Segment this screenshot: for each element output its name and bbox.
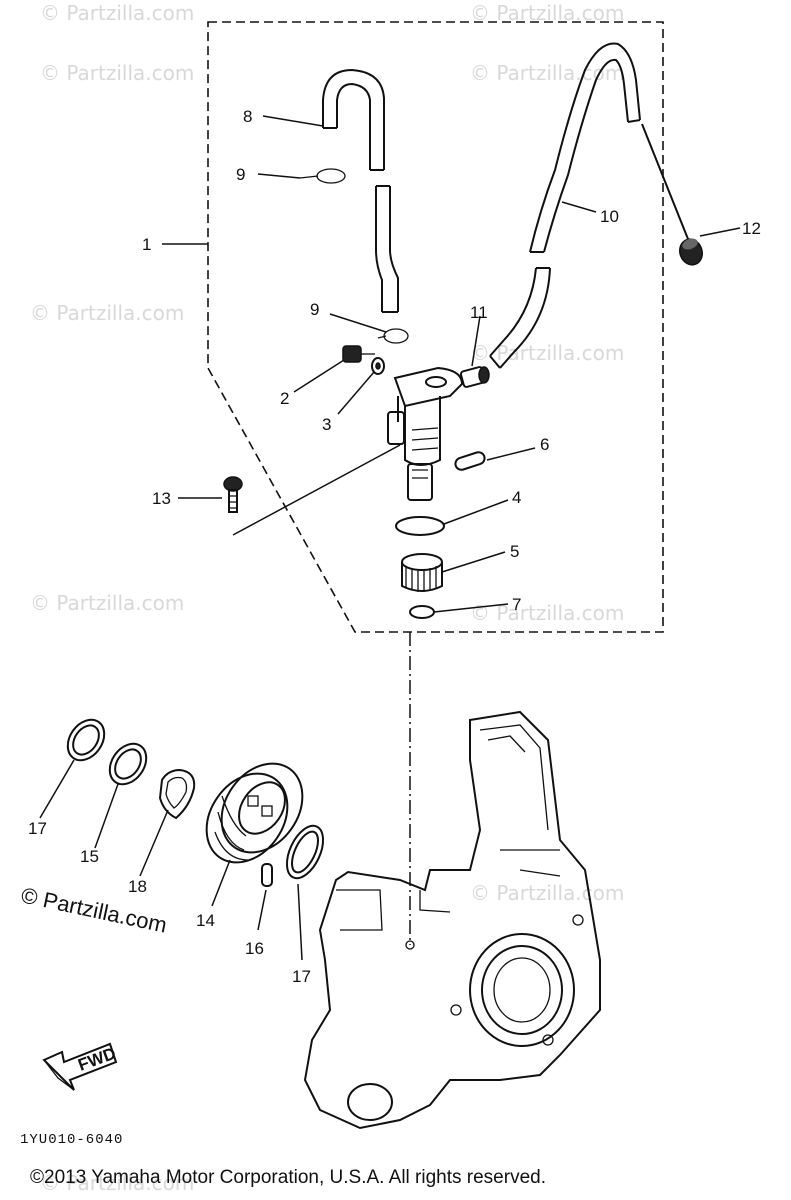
seal-17-left	[66, 718, 106, 762]
drawing-code: 1YU010-6040	[20, 1132, 123, 1148]
fwd-arrow-icon: FWD	[42, 1042, 118, 1091]
watermark-text: © Partzilla.com	[470, 61, 624, 85]
callout-10: 10	[600, 207, 619, 226]
watermark-text: © Partzilla.com	[470, 1, 624, 25]
callout-11: 11	[470, 303, 488, 322]
callout-7: 7	[512, 595, 521, 614]
callout-6: 6	[540, 435, 549, 454]
clip-9-upper	[299, 168, 346, 184]
watermark-text: © Partzilla.com	[40, 61, 194, 85]
callout-15: 15	[80, 847, 99, 866]
ring-15	[108, 742, 148, 786]
fitting-11	[459, 366, 490, 388]
washer-3	[371, 357, 385, 375]
callout-18: 18	[128, 877, 147, 896]
hose-8	[322, 68, 399, 313]
callout-3: 3	[322, 415, 331, 434]
bolt-2	[342, 345, 375, 363]
clip-9-lower	[377, 328, 409, 344]
callout-14: 14	[196, 911, 215, 930]
callout-2: 2	[280, 389, 289, 408]
watermark-text: © Partzilla.com	[30, 301, 184, 325]
oil-pump-body	[387, 366, 464, 501]
watermark-text: © Partzilla.com	[40, 1171, 194, 1195]
callout-5: 5	[510, 542, 519, 561]
hose-10	[489, 42, 641, 369]
assembly-boundary	[207, 21, 664, 633]
callout-labels: 1 2 3 4 5 6 7 8 9 9 10 11 12 13 14 15 16…	[28, 107, 761, 986]
callout-17-right: 17	[292, 967, 311, 986]
watermark-text: © Partzilla.com	[470, 881, 624, 905]
gear-5	[401, 553, 443, 592]
bearing-14	[205, 762, 304, 864]
copyright-notice: ©2013 Yamaha Motor Corporation, U.S.A. A…	[30, 1167, 546, 1188]
watermark-text: © Partzilla.com	[30, 591, 184, 615]
background-watermarks: © Partzilla.com © Partzilla.com © Partzi…	[30, 1, 624, 1195]
callout-12: 12	[742, 219, 761, 238]
callout-9-upper: 9	[236, 165, 245, 184]
circlip-7	[409, 605, 435, 619]
screw-13	[223, 476, 243, 513]
crankcase-housing	[303, 710, 601, 1130]
leader-lines	[39, 115, 741, 961]
gasket-18	[158, 768, 196, 820]
callout-8: 8	[243, 107, 252, 126]
dowel-pin-16	[261, 863, 273, 887]
cap-12	[641, 123, 704, 266]
leader-13-pump	[232, 444, 401, 536]
callout-1: 1	[142, 235, 151, 254]
watermark-text: © Partzilla.com	[470, 341, 624, 365]
callout-13: 13	[152, 489, 171, 508]
callout-16: 16	[245, 939, 264, 958]
callout-4: 4	[512, 488, 521, 507]
watermark-text: © Partzilla.com	[40, 1, 194, 25]
seal-17-right	[285, 824, 325, 880]
o-ring-4	[395, 516, 445, 536]
callout-9-lower: 9	[310, 300, 319, 319]
watermark-text: © Partzilla.com	[470, 601, 624, 625]
callout-17-left: 17	[28, 819, 47, 838]
pin-6	[454, 451, 486, 471]
